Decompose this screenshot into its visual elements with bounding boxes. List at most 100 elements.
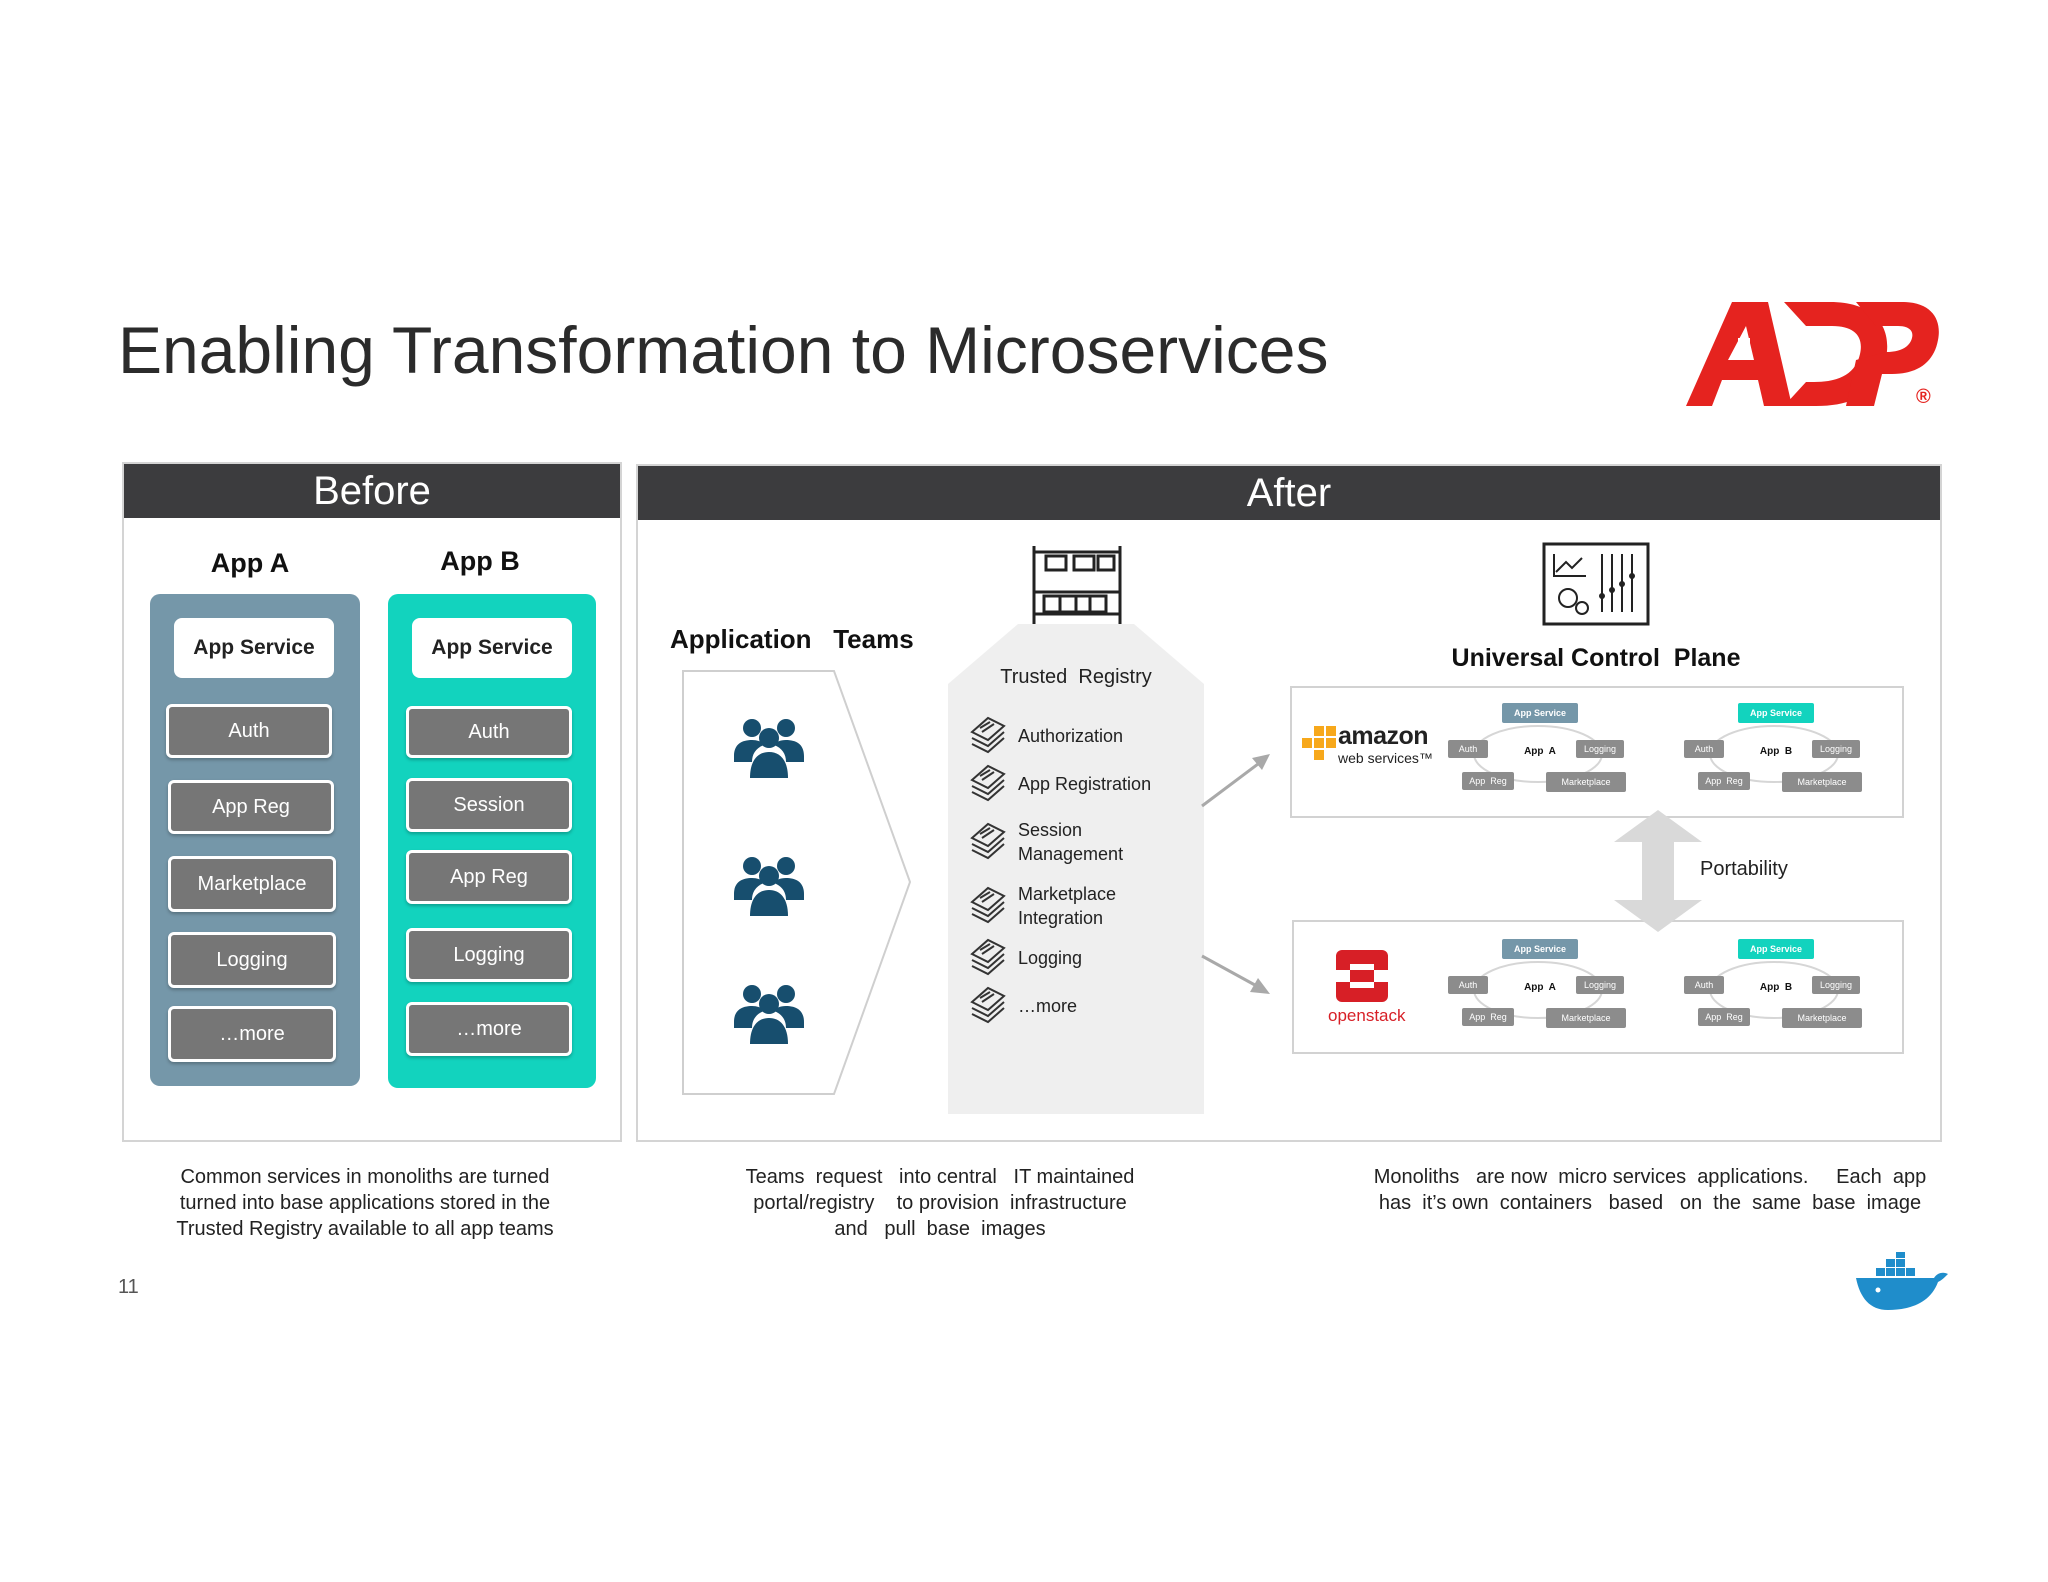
portability-label: Portability — [1700, 858, 1788, 880]
dashboard-control-icon — [1542, 542, 1650, 626]
app-a-title: App A — [210, 548, 290, 578]
app-a-service: App Service — [174, 618, 334, 678]
registry-item-line: App Registration — [1018, 774, 1152, 794]
aws-logo-sub: web services™ — [1338, 750, 1433, 766]
mini-marketplace: Marketplace — [1546, 1008, 1626, 1028]
app-b-more: …more — [406, 1002, 572, 1056]
app-a-marketplace: Marketplace — [168, 856, 336, 912]
mini-logging: Logging — [1812, 740, 1860, 758]
app-b-app-reg: App Reg — [406, 850, 572, 904]
app-a-auth: Auth — [166, 704, 332, 758]
stacked-layers-icon — [970, 716, 1006, 754]
page-number: 11 — [118, 1276, 139, 1298]
before-caption-line: Trusted Registry available to all app te… — [176, 1218, 554, 1240]
mini-app-name: App B — [1759, 746, 1793, 757]
monoliths-caption: Monoliths are now micro services applica… — [1360, 1164, 1940, 1216]
app-a-column: App Service Auth App Reg Marketplace Log… — [150, 594, 360, 1086]
registry-item-line: Session — [1018, 820, 1083, 840]
mini-app-reg: App Reg — [1462, 772, 1514, 790]
mini-app-reg: App Reg — [1462, 1008, 1514, 1026]
mini-app-reg: App Reg — [1698, 1008, 1750, 1026]
registry-item-line: Management — [1018, 844, 1124, 864]
mini-marketplace: Marketplace — [1782, 772, 1862, 792]
registry-item-label: …more — [1018, 994, 1077, 1018]
openstack-logo: openstack — [1326, 948, 1426, 1032]
registry-item-label: Authorization — [1018, 724, 1123, 748]
mini-app-name: App A — [1524, 982, 1556, 993]
registry-item-label: Logging — [1018, 946, 1082, 970]
mini-app-service: App Service — [1738, 703, 1814, 723]
mini-marketplace: Marketplace — [1782, 1008, 1862, 1028]
teams-caption-line: and pull base images — [834, 1218, 1046, 1240]
after-header: After — [638, 466, 1940, 520]
before-caption-line: Common services in monoliths are turned — [180, 1166, 550, 1188]
mini-logging: Logging — [1576, 740, 1624, 758]
people-group-icon — [734, 854, 804, 916]
mini-marketplace: Marketplace — [1546, 772, 1626, 792]
mini-auth: Auth — [1684, 976, 1724, 994]
mini-logging: Logging — [1576, 976, 1624, 994]
teams-caption: Teams request into central IT maintained… — [720, 1164, 1160, 1242]
app-b-session: Session — [406, 778, 572, 832]
aws-logo: amazon web services™ — [1302, 722, 1434, 774]
stacked-layers-icon — [970, 822, 1006, 860]
mini-auth: Auth — [1448, 976, 1488, 994]
mini-app-reg: App Reg — [1698, 772, 1750, 790]
mini-auth: Auth — [1684, 740, 1724, 758]
registry-item-line: Marketplace — [1018, 884, 1117, 904]
trusted-registry-title: Trusted Registry — [1000, 666, 1152, 688]
stacked-layers-icon — [970, 764, 1006, 802]
teams-caption-line: portal/registry to provision infrastruct… — [753, 1192, 1127, 1214]
mini-app-service: App Service — [1502, 703, 1578, 723]
people-group-icon — [734, 982, 804, 1044]
app-a-logging: Logging — [168, 932, 336, 988]
aws-logo-text: amazon — [1338, 722, 1429, 750]
before-header: Before — [124, 464, 620, 518]
control-plane-title: Universal Control Plane — [1451, 644, 1741, 672]
registry-item-line: Authorization — [1018, 726, 1124, 746]
registered-mark: ® — [1916, 386, 1931, 408]
mini-app-name: App A — [1524, 746, 1556, 757]
registry-item-line: Integration — [1018, 908, 1104, 928]
mini-app-name: App B — [1759, 982, 1793, 993]
mini-app-service: App Service — [1502, 939, 1578, 959]
registry-item-label: App Registration — [1018, 772, 1151, 796]
stacked-layers-icon — [970, 986, 1006, 1024]
application-teams-title: Application Teams — [670, 624, 914, 654]
app-b-auth: Auth — [406, 706, 572, 758]
monoliths-caption-line: Monoliths are now micro services applica… — [1373, 1166, 1927, 1188]
before-caption: Common services in monoliths are turned … — [130, 1164, 600, 1242]
stacked-layers-icon — [970, 886, 1006, 924]
registry-item-line: Logging — [1018, 948, 1083, 968]
people-group-icon — [734, 716, 804, 778]
portability-arrow — [1612, 808, 1704, 934]
app-a-more: …more — [168, 1006, 336, 1062]
teams-caption-line: Teams request into central IT maintained — [745, 1166, 1135, 1188]
before-caption-line: turned into base applications stored in … — [179, 1192, 551, 1214]
app-b-logging: Logging — [406, 928, 572, 982]
app-b-title: App B — [440, 546, 520, 576]
openstack-logo-text: openstack — [1328, 1006, 1406, 1025]
monoliths-caption-line: has it’s own containers based on the sam… — [1378, 1192, 1922, 1214]
docker-whale-icon — [1854, 1252, 1950, 1312]
registry-rack-icon — [1030, 544, 1124, 636]
mini-logging: Logging — [1812, 976, 1860, 994]
arrow-to-openstack — [1198, 950, 1274, 1000]
mini-app-service: App Service — [1738, 939, 1814, 959]
arrow-to-aws — [1198, 750, 1274, 810]
mini-auth: Auth — [1448, 740, 1488, 758]
slide-title: Enabling Transformation to Microservices — [118, 313, 1329, 387]
app-b-column: App Service Auth Session App Reg Logging… — [388, 594, 596, 1088]
registry-item-line: …more — [1018, 996, 1078, 1016]
app-a-app-reg: App Reg — [168, 780, 334, 834]
stacked-layers-icon — [970, 938, 1006, 976]
adp-logo: ® — [1680, 288, 1942, 414]
app-b-service: App Service — [412, 618, 572, 678]
